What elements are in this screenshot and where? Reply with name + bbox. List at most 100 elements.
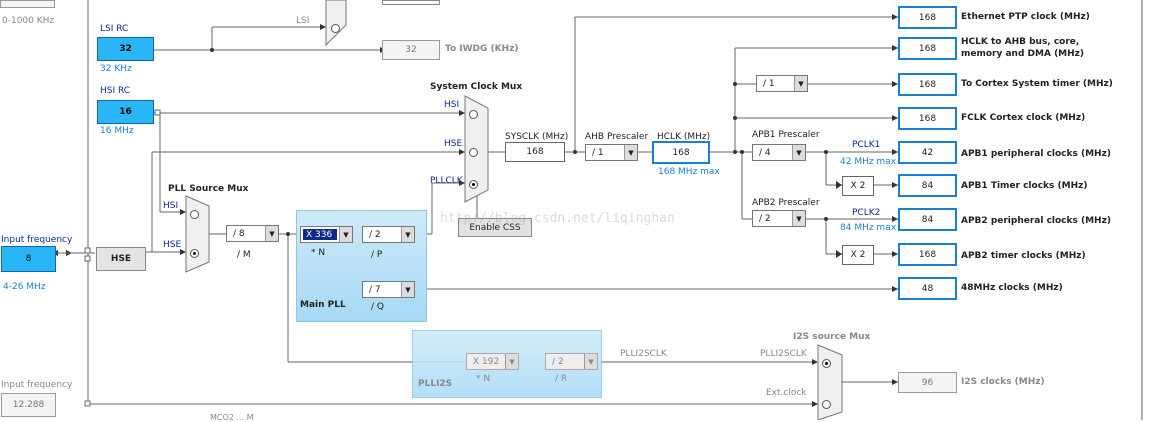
pll-q-dropdown[interactable]: / 7 ▼ bbox=[362, 281, 415, 298]
hsi-rc-unit: 16 MHz bbox=[100, 126, 134, 136]
sysclk-label: SYSCLK (MHz) bbox=[505, 132, 569, 142]
pclk2-label: PCLK2 bbox=[852, 208, 881, 218]
output-value-cortex-timer[interactable]: 168 bbox=[898, 73, 957, 96]
input-frequency-range: 4-26 MHz bbox=[3, 282, 46, 292]
input-frequency2-title: Input frequency bbox=[1, 380, 73, 390]
pll-p-value: / 2 bbox=[369, 229, 381, 240]
hclk-label: HCLK (MHz) bbox=[657, 132, 711, 142]
i2s-value: 96 bbox=[898, 372, 957, 393]
output-value-apb1-peripheral[interactable]: 42 bbox=[898, 141, 957, 164]
chevron-down-icon: ▼ bbox=[794, 76, 807, 91]
output-value-apb2-peripheral[interactable]: 84 bbox=[898, 208, 957, 231]
pll-q-value: / 7 bbox=[369, 284, 381, 295]
input-frequency-title: Input frequency bbox=[1, 235, 73, 245]
output-label-apb2-peripheral: APB2 peripheral clocks (MHz) bbox=[961, 216, 1111, 226]
hsi-rc-value[interactable]: 16 bbox=[97, 100, 154, 124]
chevron-down-icon: ▼ bbox=[505, 354, 518, 369]
input-frequency-value[interactable]: 8 bbox=[1, 246, 56, 272]
apb1-timer-multiplier: X 2 bbox=[842, 176, 874, 196]
iwdg-value: 32 bbox=[382, 40, 440, 60]
output-label-hclk-ahb-2: memory and DMA (MHz) bbox=[961, 49, 1085, 59]
i2s-mux-in2-radio[interactable] bbox=[822, 400, 831, 409]
apb2-max: 84 MHz max bbox=[840, 223, 897, 233]
iwdg-label: To IWDG (KHz) bbox=[445, 44, 519, 54]
output-value-fclk[interactable]: 168 bbox=[898, 107, 957, 130]
cortex-divider-value: / 1 bbox=[763, 78, 775, 89]
plli2s-n-label: * N bbox=[476, 374, 491, 384]
output-value-ethernet-ptp[interactable]: 168 bbox=[898, 6, 957, 29]
output-value-apb2-timer[interactable]: 168 bbox=[898, 243, 957, 266]
output-label-hclk-ahb: HCLK to AHB bus, core, bbox=[961, 37, 1080, 47]
chevron-down-icon: ▼ bbox=[584, 354, 597, 369]
output-value-apb1-timer[interactable]: 84 bbox=[898, 174, 957, 197]
apb2-prescaler-dropdown[interactable]: / 2 ▼ bbox=[752, 210, 806, 227]
cortex-divider-dropdown[interactable]: / 1 ▼ bbox=[756, 75, 808, 92]
output-label-cortex-timer: To Cortex System timer (MHz) bbox=[961, 79, 1113, 89]
pll-mux-hsi-label: HSI bbox=[163, 201, 179, 211]
apb1-prescaler-dropdown[interactable]: / 4▼ bbox=[752, 144, 806, 161]
output-value-48mhz[interactable]: 48 bbox=[898, 277, 957, 300]
pll-p-label: / P bbox=[371, 250, 383, 260]
pll-p-dropdown[interactable]: / 2▼ bbox=[362, 226, 415, 243]
sys-mux-pllclk-label: PLLCLK bbox=[430, 176, 463, 186]
chevron-down-icon: ▼ bbox=[792, 211, 805, 226]
i2s-mux-shape bbox=[817, 344, 843, 420]
i2s-mux-in2-label: Ext.clock bbox=[766, 388, 807, 398]
output-label-fclk: FCLK Cortex clock (MHz) bbox=[961, 113, 1086, 123]
plli2s-r-value: / 2 bbox=[552, 356, 564, 367]
output-label-apb2-timer: APB2 timer clocks (MHz) bbox=[961, 251, 1086, 261]
pll-q-label: / Q bbox=[371, 302, 384, 312]
div-m-value: / 8 bbox=[233, 228, 245, 239]
input-frequency2-value: 12.288 bbox=[1, 393, 56, 417]
output-label-ethernet-ptp: Ethernet PTP clock (MHz) bbox=[961, 12, 1090, 22]
lsi-rc-unit: 32 KHz bbox=[100, 64, 132, 74]
hclk-max: 168 MHz max bbox=[658, 167, 720, 177]
plli2s-r-label: / R bbox=[555, 374, 568, 384]
i2s-mux-in1-radio[interactable] bbox=[822, 359, 831, 368]
lsi-mux-radio[interactable] bbox=[331, 24, 340, 33]
plli2s-n-dropdown[interactable]: X 192 ▼ bbox=[466, 353, 519, 370]
ahb-prescaler-label: AHB Prescaler bbox=[585, 132, 649, 142]
sys-mux-pllclk-radio[interactable] bbox=[469, 180, 478, 189]
output-value-hclk-ahb[interactable]: 168 bbox=[898, 37, 957, 60]
output-label-apb1-peripheral: APB1 peripheral clocks (MHz) bbox=[961, 149, 1111, 159]
sys-mux-hse-radio[interactable] bbox=[469, 148, 478, 157]
apb1-prescaler-label: APB1 Prescaler bbox=[752, 130, 820, 140]
lsi-rc-title: LSI RC bbox=[100, 24, 129, 34]
enable-css-button[interactable]: Enable CSS bbox=[458, 218, 532, 237]
pclk1-label: PCLK1 bbox=[852, 140, 881, 150]
plli2s-r-dropdown[interactable]: / 2 ▼ bbox=[545, 353, 598, 370]
ahb-prescaler-dropdown[interactable]: / 1▼ bbox=[585, 144, 638, 161]
sys-mux-hsi-label: HSI bbox=[444, 100, 460, 110]
apb2-prescaler-value: / 2 bbox=[759, 213, 771, 224]
lsi-mux-shape bbox=[325, 0, 347, 47]
apb1-max: 42 MHz max bbox=[840, 157, 897, 167]
pll-mux-hse-label: HSE bbox=[163, 240, 182, 250]
output-label-48mhz: 48MHz clocks (MHz) bbox=[961, 283, 1063, 293]
i2s-mux-in1-label: PLLI2SCLK bbox=[760, 349, 807, 359]
pll-n-dropdown[interactable]: X 336▼ bbox=[300, 226, 353, 243]
sys-mux-hse-label: HSE bbox=[444, 139, 463, 149]
pll-n-label: * N bbox=[311, 248, 326, 258]
chevron-down-icon: ▼ bbox=[265, 226, 278, 241]
chevron-down-icon: ▼ bbox=[401, 282, 414, 297]
ahb-prescaler-value: / 1 bbox=[592, 147, 604, 158]
div-m-label: / M bbox=[237, 250, 251, 260]
pll-mux-shape bbox=[185, 195, 210, 273]
watermark: http://blog.csdn.net/liqinghan bbox=[440, 211, 675, 226]
hsi-rc-title: HSI RC bbox=[100, 86, 131, 96]
plli2s-title: PLLI2S bbox=[418, 379, 453, 389]
bottom-partial-label: MCO2 ... M bbox=[210, 413, 254, 422]
main-pll-title: Main PLL bbox=[300, 300, 346, 310]
pll-mux-hse-radio[interactable] bbox=[190, 249, 199, 258]
i2s-label: I2S clocks (MHz) bbox=[961, 377, 1045, 387]
div-m-dropdown[interactable]: / 8 ▼ bbox=[226, 225, 279, 242]
output-label-apb1-timer: APB1 Timer clocks (MHz) bbox=[961, 181, 1088, 191]
plli2s-n-value: X 192 bbox=[473, 356, 500, 367]
sysclk-value: 168 bbox=[505, 142, 565, 162]
sys-mux-hsi-radio[interactable] bbox=[469, 110, 478, 119]
apb1-prescaler-value: / 4 bbox=[759, 147, 771, 158]
hclk-value[interactable]: 168 bbox=[652, 141, 710, 164]
lsi-rc-value[interactable]: 32 bbox=[97, 37, 154, 61]
pll-mux-hsi-radio[interactable] bbox=[190, 210, 199, 219]
